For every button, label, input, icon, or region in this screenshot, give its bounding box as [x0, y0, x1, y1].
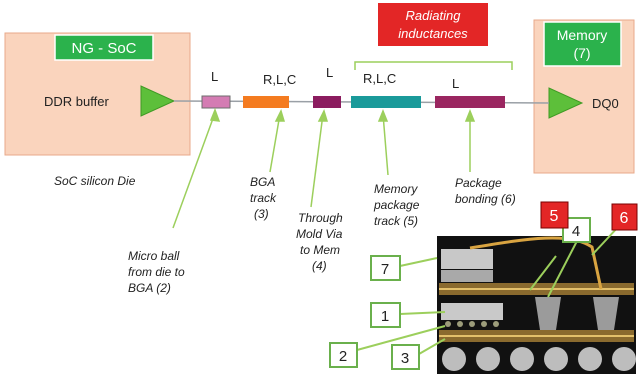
solder-ball	[612, 347, 636, 371]
micro-ball-line2: from die to	[128, 265, 185, 279]
mem-pkg-line3: track (5)	[374, 214, 418, 228]
micro-bump	[493, 321, 499, 327]
dq0-label: DQ0	[592, 96, 619, 111]
soc-title: NG - SoC	[71, 40, 136, 57]
solder-ball	[578, 347, 602, 371]
memory-index: (7)	[573, 45, 590, 61]
tag-5: 5	[550, 208, 559, 225]
mem-pkg-line2: package	[373, 198, 420, 212]
micro-bump	[445, 321, 451, 327]
segment-4-label: R,L,C	[363, 71, 396, 86]
connector-2	[356, 325, 446, 351]
segment-tmv	[313, 96, 341, 108]
radiating-line2: inductances	[398, 26, 468, 41]
tag-2: 2	[339, 348, 347, 365]
tag-7: 7	[381, 261, 389, 278]
connector-4	[547, 240, 578, 298]
micro-ball-line1: Micro ball	[128, 249, 180, 263]
photo-connectors	[356, 225, 620, 355]
tag-2-box	[329, 342, 358, 368]
arrow-micro-ball	[172, 112, 216, 229]
micro-ball-line3: BGA (2)	[128, 281, 171, 295]
connector-3	[418, 338, 446, 355]
tmv-line1: Through	[298, 211, 343, 225]
segment-1-label: L	[211, 69, 218, 84]
bond-wire	[469, 236, 603, 290]
bga-track-line3: (3)	[254, 207, 269, 221]
memory-die-layer	[441, 249, 493, 269]
radiating-line1: Radiating	[406, 8, 462, 23]
arrowhead-mem-pkg	[377, 108, 389, 122]
memory-die-layer-2	[441, 270, 493, 282]
memory-title: Memory	[557, 27, 608, 43]
radiating-badge	[378, 3, 488, 46]
arrowhead-pkg-bond	[464, 108, 476, 122]
solder-ball	[476, 347, 500, 371]
tmv-column-1	[535, 297, 561, 330]
tmv-line3: to Mem	[300, 243, 340, 257]
tag-7-box	[370, 255, 401, 281]
connector-1	[399, 311, 446, 315]
segment-pkg-bond	[435, 96, 505, 108]
tmv-line2: Mold Via	[296, 227, 343, 241]
pkg-bond-line1: Package	[455, 176, 502, 190]
segment-5-label: L	[452, 76, 459, 91]
segment-micro-ball	[201, 95, 231, 109]
micro-bump	[457, 321, 463, 327]
micro-bumps	[445, 321, 499, 327]
micro-bump	[481, 321, 487, 327]
mem-pkg-line1: Memory	[374, 182, 418, 196]
tag-3-box	[391, 344, 420, 370]
segment-2-label: R,L,C	[263, 72, 296, 87]
arrowhead-tmv	[317, 108, 329, 122]
arrowhead-micro-ball	[209, 107, 221, 122]
solder-ball	[442, 347, 466, 371]
arrowhead-bga-track	[274, 108, 286, 122]
tag-4: 4	[572, 223, 580, 240]
tag-6: 6	[620, 210, 629, 227]
bga-track-line2: track	[250, 191, 277, 205]
callout-arrows	[172, 107, 476, 229]
tag-5-box	[540, 201, 569, 229]
solder-ball	[544, 347, 568, 371]
segment-3-label: L	[326, 65, 333, 80]
tag-1: 1	[381, 308, 389, 325]
micro-bump	[469, 321, 475, 327]
arrow-mem-pkg	[382, 113, 389, 176]
package-cross-section	[437, 236, 636, 374]
soc-badge	[54, 34, 154, 61]
tmv-line4: (4)	[312, 259, 327, 273]
radiating-bracket	[354, 61, 513, 70]
solder-ball	[510, 347, 534, 371]
bga-track-line1: BGA	[250, 175, 275, 189]
soc-die	[441, 303, 503, 320]
solder-balls	[442, 347, 636, 371]
arrow-tmv	[310, 113, 324, 208]
segment-mem-pkg	[351, 96, 421, 108]
arrow-bga-track	[269, 113, 281, 173]
soc-driver-triangle	[140, 85, 176, 117]
tag-6-box	[611, 203, 638, 231]
tmv-column-2	[593, 297, 619, 330]
tag-3: 3	[401, 350, 409, 367]
ddr-buffer-label: DDR buffer	[44, 94, 109, 109]
memory-badge	[543, 21, 622, 67]
tag-1-box	[370, 302, 401, 328]
soc-caption: SoC silicon Die	[54, 174, 136, 188]
connector-6	[591, 225, 620, 256]
segment-bga-track	[243, 96, 289, 108]
pkg-bond-line2: bonding (6)	[455, 192, 516, 206]
connector-5	[529, 255, 557, 291]
connector-7	[399, 257, 438, 267]
